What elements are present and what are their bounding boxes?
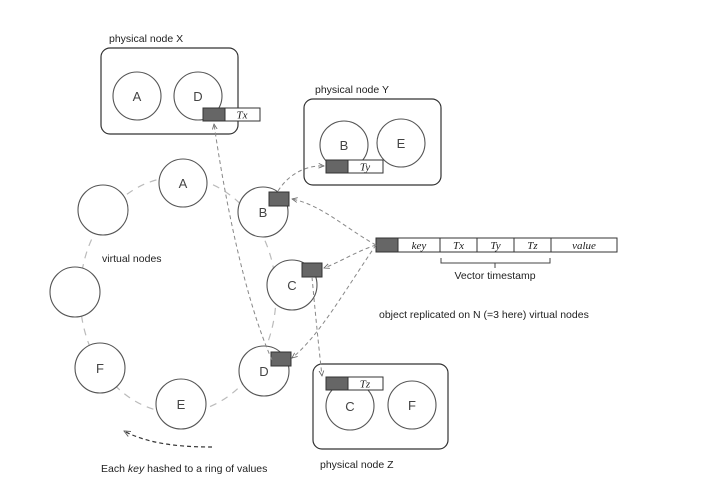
svg-text:F: F xyxy=(408,398,416,413)
replication-arrow-to-c xyxy=(324,244,377,268)
physical-node-z-title: physical node Z xyxy=(320,459,394,471)
physical-node-z-stamp: Tz xyxy=(325,376,384,391)
replica-marker-c xyxy=(301,262,323,278)
physical-node-x-vnode-a: A xyxy=(112,71,162,121)
replica-marker-d xyxy=(270,351,292,367)
arrow-b-to-node-y xyxy=(277,166,324,192)
svg-text:F: F xyxy=(96,361,104,376)
svg-text:C: C xyxy=(345,399,354,414)
svg-text:C: C xyxy=(287,278,296,293)
svg-text:Tx: Tx xyxy=(237,110,248,122)
object-ty-cell: Ty xyxy=(490,240,500,252)
object-tx-cell: Tx xyxy=(453,240,464,252)
object-key-cell: key xyxy=(412,240,427,252)
svg-text:B: B xyxy=(340,138,349,153)
vector-timestamp-bracket xyxy=(440,258,551,268)
replication-note: object replicated on N (=3 here) virtual… xyxy=(379,309,589,321)
vector-timestamp-label: Vector timestamp xyxy=(454,270,535,282)
svg-text:A: A xyxy=(179,176,188,191)
replica-marker-b xyxy=(268,191,290,207)
arrow-c-to-node-z xyxy=(311,276,322,376)
svg-text:Ty: Ty xyxy=(360,162,370,174)
physical-node-y-stamp: Ty xyxy=(325,159,384,174)
virtual-nodes-label: virtual nodes xyxy=(102,253,162,265)
ring-node-unlabeled xyxy=(77,184,129,236)
physical-node-y-vnode-b: B xyxy=(319,120,369,170)
physical-node-z-vnode-f: F xyxy=(387,380,437,430)
svg-text:Tz: Tz xyxy=(360,379,371,391)
physical-node-x-title: physical node X xyxy=(109,33,183,45)
replication-arrow-to-d xyxy=(292,244,377,358)
svg-text:D: D xyxy=(259,364,268,379)
physical-node-y-title: physical node Y xyxy=(315,84,389,96)
object-value-cell: value xyxy=(572,240,596,252)
svg-text:D: D xyxy=(193,89,202,104)
hash-caption: Each key hashed to a ring of values xyxy=(101,463,267,475)
svg-text:B: B xyxy=(259,205,268,220)
ring-node-e: E xyxy=(155,378,207,430)
physical-node-y-vnode-e: E xyxy=(376,118,426,168)
ring-node-unlabeled xyxy=(49,266,101,318)
svg-text:A: A xyxy=(133,89,142,104)
svg-text:E: E xyxy=(177,397,186,412)
svg-text:E: E xyxy=(397,136,406,151)
replication-arrow-to-b xyxy=(292,199,377,246)
object-record: key Tx Ty Tz value xyxy=(375,237,618,253)
object-tz-cell: Tz xyxy=(527,240,538,252)
ring-direction-arrow xyxy=(124,431,213,448)
ring-node-a: A xyxy=(158,158,208,208)
arrow-d-to-node-x xyxy=(214,124,273,361)
physical-node-x-stamp: Tx xyxy=(202,107,261,122)
ring-node-f: F xyxy=(74,342,126,394)
